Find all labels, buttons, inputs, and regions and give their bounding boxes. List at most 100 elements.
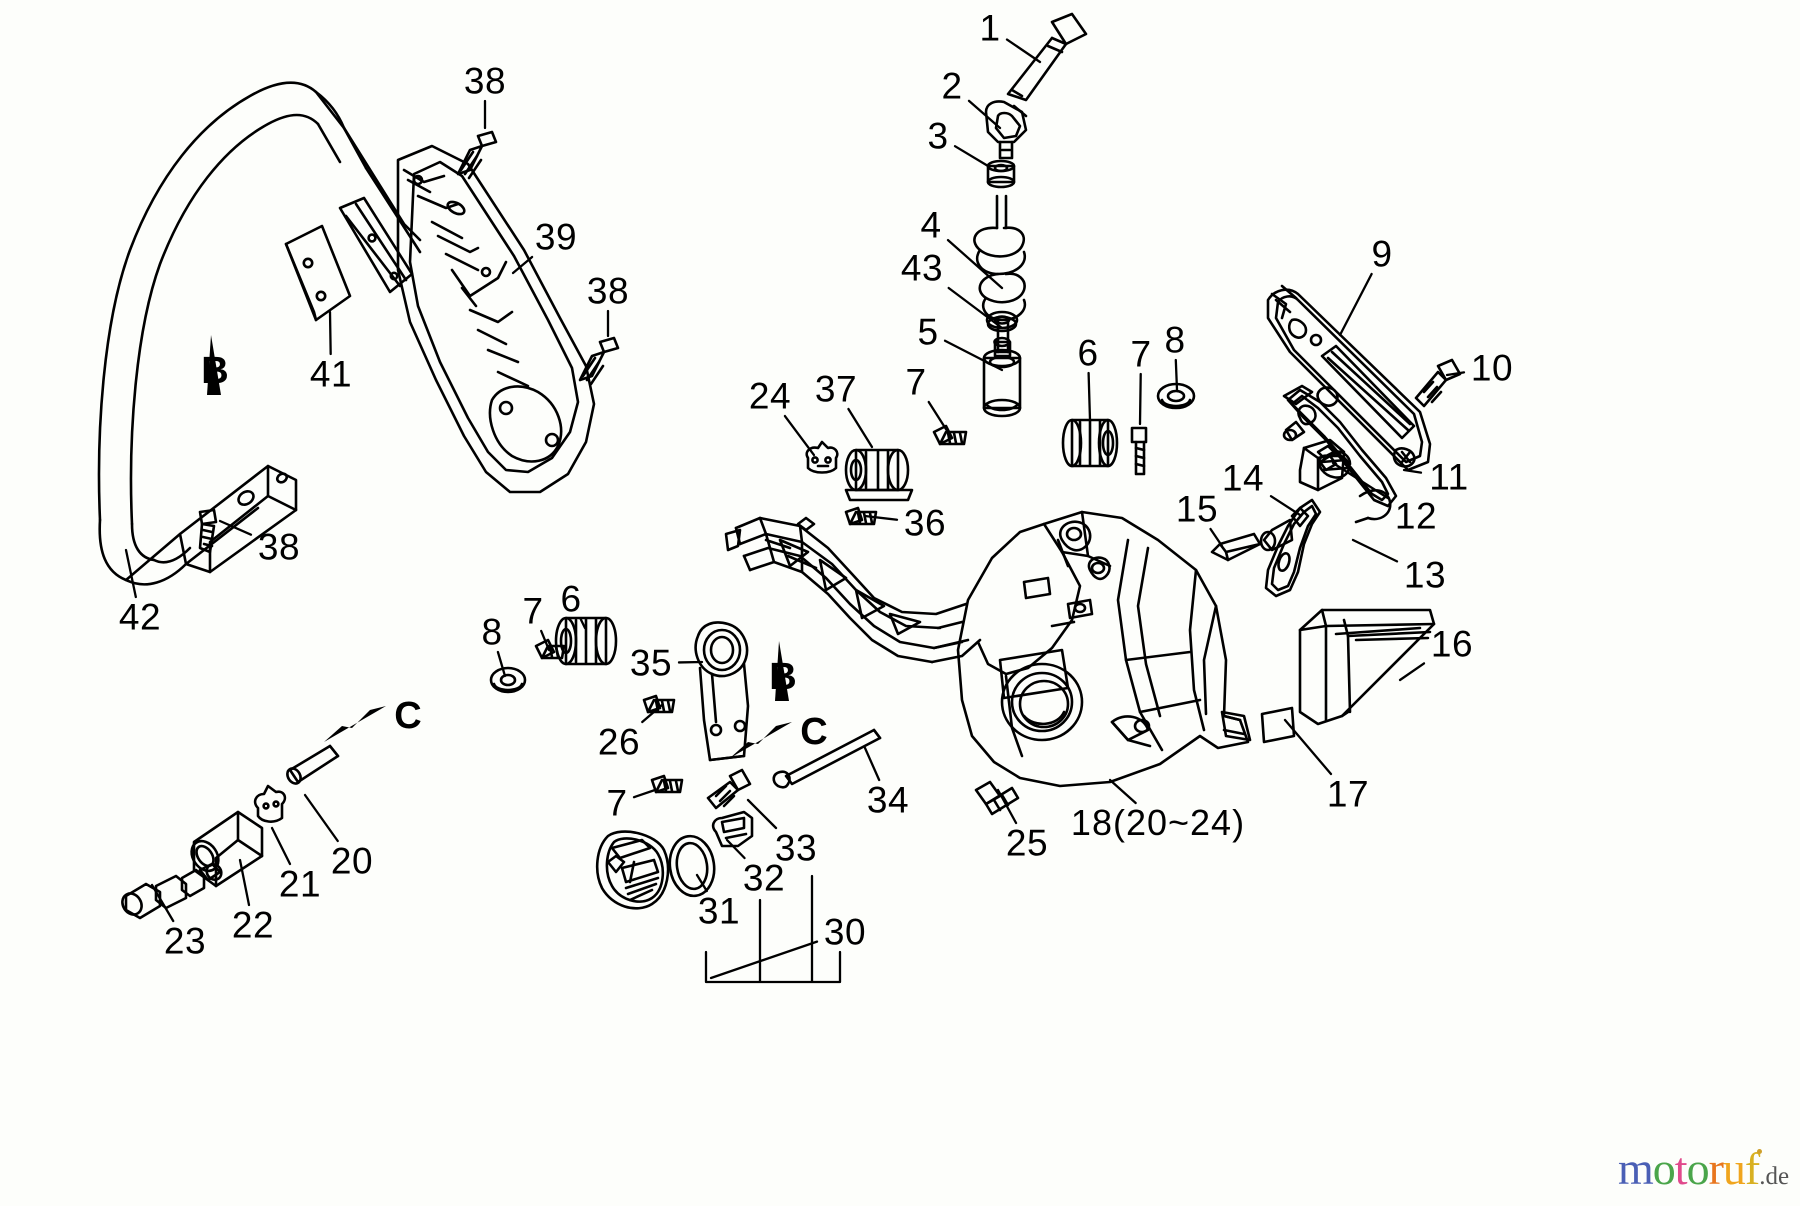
callout-43: 43 bbox=[900, 247, 944, 289]
part-7-screw-a bbox=[932, 424, 968, 446]
part-7-screw-d bbox=[650, 774, 684, 794]
callout-7: 7 bbox=[606, 782, 628, 824]
callout-34: 34 bbox=[866, 779, 910, 821]
callout-33: 33 bbox=[774, 827, 818, 869]
callout-24: 24 bbox=[748, 375, 792, 417]
logo-dot bbox=[1757, 1149, 1762, 1154]
part-14-trigger bbox=[1259, 450, 1336, 598]
callout-10: 10 bbox=[1470, 347, 1514, 389]
callout-30: 30 bbox=[823, 911, 867, 953]
callout-17: 17 bbox=[1326, 773, 1370, 815]
logo-letter-4: r bbox=[1708, 1143, 1724, 1194]
part-6-grommet-left bbox=[554, 616, 618, 666]
part-6-grommet-right bbox=[1061, 418, 1119, 468]
part-21-clip bbox=[253, 784, 287, 823]
part-15-pin bbox=[1210, 532, 1262, 562]
part-3-nut bbox=[986, 159, 1016, 189]
part-20-rod bbox=[286, 744, 340, 785]
part-handle-rail bbox=[338, 196, 414, 294]
logo-letters: motoruf bbox=[1618, 1143, 1760, 1194]
callout-7: 7 bbox=[1130, 333, 1152, 375]
part-36-screw bbox=[844, 506, 878, 526]
part-18-main-housing bbox=[956, 510, 1250, 788]
part-26-screw bbox=[642, 694, 676, 714]
callout-16: 16 bbox=[1430, 623, 1474, 665]
part-12-block bbox=[1298, 438, 1346, 492]
part-42-handle-bar bbox=[97, 81, 422, 586]
callout-13: 13 bbox=[1403, 554, 1447, 596]
part-39-handle-housing bbox=[396, 144, 596, 494]
part-10-screw bbox=[1414, 358, 1462, 408]
callout-12: 12 bbox=[1394, 495, 1438, 537]
part-22-sleeve bbox=[190, 810, 264, 888]
part-2-swivel-joint bbox=[984, 100, 1028, 160]
part-31-o-ring bbox=[668, 834, 716, 898]
callout-9: 9 bbox=[1371, 233, 1393, 275]
callout-6: 6 bbox=[560, 578, 582, 620]
part-41-plate bbox=[284, 224, 352, 322]
callout-7: 7 bbox=[905, 361, 927, 403]
part-38-screw-mid bbox=[578, 336, 620, 386]
callout-21: 21 bbox=[278, 863, 322, 905]
callout-38: 38 bbox=[463, 60, 507, 102]
part-16-rail-cover bbox=[1298, 608, 1436, 726]
callout-8: 8 bbox=[481, 611, 503, 653]
callout-8: 8 bbox=[1164, 319, 1186, 361]
logo-letter-0: m bbox=[1618, 1143, 1654, 1194]
callout-35: 35 bbox=[629, 642, 673, 684]
section-marker-b-1: B bbox=[769, 656, 797, 698]
section-marker-c-3: C bbox=[800, 711, 828, 753]
callout-15: 15 bbox=[1175, 488, 1219, 530]
callout-32: 32 bbox=[742, 857, 786, 899]
part-8-washer-right bbox=[1156, 382, 1196, 410]
section-marker-c-2: C bbox=[394, 695, 422, 737]
part-24-clip bbox=[805, 440, 839, 474]
section-marker-b-0: B bbox=[201, 350, 229, 392]
callout-23: 23 bbox=[163, 920, 207, 962]
part-housing-lug bbox=[1220, 710, 1252, 742]
callout-26: 26 bbox=[597, 721, 641, 763]
part-frame-bracket bbox=[724, 516, 982, 664]
part-38-screw-bottom bbox=[198, 508, 218, 554]
part-32-clip bbox=[711, 810, 754, 848]
callout-38: 38 bbox=[257, 526, 301, 568]
motoruf-logo: motoruf.de bbox=[1618, 1146, 1789, 1192]
callout-18-20-24-: 18(20~24) bbox=[1070, 802, 1246, 843]
callout-2: 2 bbox=[941, 65, 963, 107]
callout-5: 5 bbox=[917, 311, 939, 353]
part-5-cylinder bbox=[982, 336, 1022, 418]
part-7-screw-b bbox=[1130, 426, 1148, 476]
part-37-grommet-flange bbox=[844, 448, 914, 502]
callout-41: 41 bbox=[309, 353, 353, 395]
part-8-washer-left bbox=[489, 666, 527, 694]
callout-20: 20 bbox=[330, 840, 374, 882]
callout-14: 14 bbox=[1221, 457, 1265, 499]
part-33-screw bbox=[706, 768, 752, 810]
part-38-screw-top bbox=[456, 130, 498, 180]
logo-letter-6: f bbox=[1744, 1143, 1760, 1194]
part-35-bushing-bracket bbox=[694, 621, 750, 762]
callout-6: 6 bbox=[1077, 332, 1099, 374]
callout-4: 4 bbox=[920, 204, 942, 246]
callout-22: 22 bbox=[231, 904, 275, 946]
part-9-cover bbox=[1266, 284, 1432, 472]
callout-39: 39 bbox=[534, 216, 578, 258]
callout-25: 25 bbox=[1005, 822, 1049, 864]
part-17-small-plate bbox=[1260, 706, 1296, 744]
logo-suffix: .de bbox=[1759, 1163, 1790, 1190]
logo-letter-2: t bbox=[1674, 1143, 1688, 1194]
callout-37: 37 bbox=[814, 368, 858, 410]
callout-1: 1 bbox=[979, 7, 1001, 49]
callout-3: 3 bbox=[927, 115, 949, 157]
logo-letter-3: o bbox=[1686, 1143, 1710, 1194]
part-1-rod bbox=[1006, 12, 1088, 102]
callout-31: 31 bbox=[697, 890, 741, 932]
callout-7: 7 bbox=[522, 590, 544, 632]
logo-letter-5: u bbox=[1722, 1143, 1746, 1194]
part-25-fitting bbox=[974, 780, 1020, 816]
callout-11: 11 bbox=[1429, 456, 1469, 498]
logo-letter-1: o bbox=[1652, 1143, 1676, 1194]
callout-42: 42 bbox=[118, 596, 162, 638]
